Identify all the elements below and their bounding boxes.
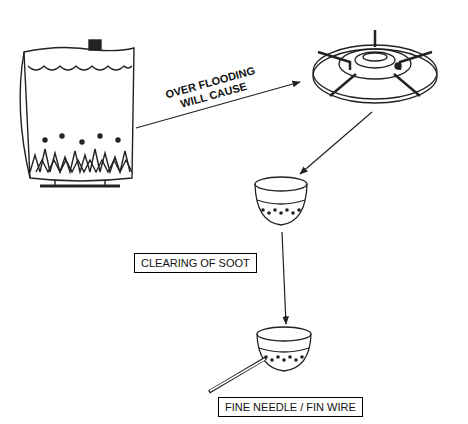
kettle-knob <box>89 40 101 50</box>
cap-rim <box>257 327 311 341</box>
box-text: FINE NEEDLE / FIN WIRE <box>225 401 356 413</box>
hole <box>273 208 277 212</box>
arrow <box>300 112 372 174</box>
burner-ring <box>313 45 437 99</box>
kettle-drawing <box>20 40 134 186</box>
pan-supports <box>318 30 432 96</box>
hole <box>276 355 280 359</box>
cap-holes <box>261 208 301 215</box>
cap-holes <box>264 355 304 362</box>
burner-cap <box>363 53 387 61</box>
bubble <box>43 138 47 142</box>
kettle-foot <box>55 180 105 186</box>
cap-rim <box>255 177 307 191</box>
hole <box>279 211 283 215</box>
hole <box>297 208 301 212</box>
flames <box>30 134 132 172</box>
hole <box>270 358 274 362</box>
flame-zigzag <box>36 160 132 172</box>
hole <box>288 355 292 359</box>
kettle-base <box>40 185 120 188</box>
needle-body <box>209 358 266 392</box>
bubble <box>80 140 84 144</box>
gas-burner <box>313 30 437 103</box>
kettle-lid-wave <box>28 66 132 70</box>
hole <box>291 211 295 215</box>
hole <box>267 211 271 215</box>
text-box: FINE NEEDLE / FIN WIRE <box>218 397 363 417</box>
hole <box>285 208 289 212</box>
bubble <box>60 134 64 138</box>
hole <box>261 208 265 212</box>
kettle-body <box>24 47 134 181</box>
hole <box>300 355 304 359</box>
cap-bowl <box>255 184 307 225</box>
text-box: CLEARING OF SOOT <box>134 253 257 273</box>
bubble <box>116 138 120 142</box>
hole <box>294 358 298 362</box>
burner-cap-sooted <box>255 177 307 225</box>
fine-needle <box>209 358 266 392</box>
burner-head <box>355 52 395 68</box>
hole <box>282 358 286 362</box>
arrow <box>282 232 286 324</box>
cap-band <box>259 348 309 352</box>
cap-bowl <box>257 334 311 371</box>
cap-band <box>257 200 305 204</box>
kettle-side <box>20 52 30 178</box>
bubble <box>98 134 102 138</box>
box-text: CLEARING OF SOOT <box>141 257 250 269</box>
burner-cap-cleared <box>257 327 311 371</box>
needle-highlight <box>210 359 265 391</box>
